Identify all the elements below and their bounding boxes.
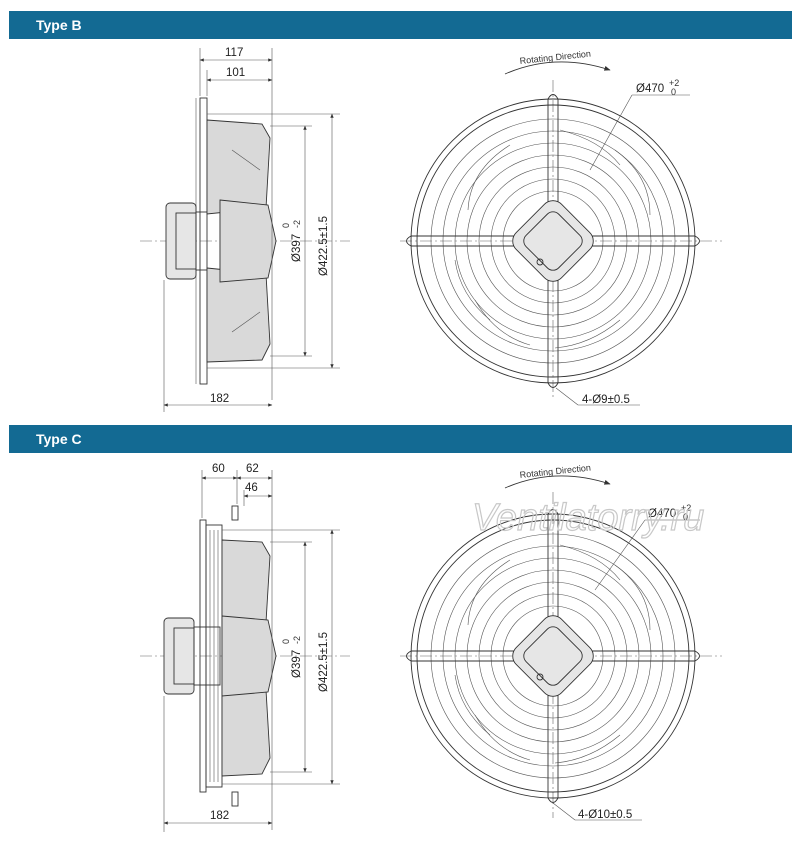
type-b-dim-holes: 4-Ø9±0.5 xyxy=(582,394,630,406)
dim-46: 46 xyxy=(245,482,258,494)
type-b-dim-d470-tol-lower: 0 xyxy=(671,87,676,97)
dim-d397: Ø397 xyxy=(291,234,303,262)
dim-d397-tol-upper: 0 xyxy=(281,223,291,228)
dim-182-c: 182 xyxy=(210,810,229,822)
dim-d397-c-tol-upper: 0 xyxy=(281,639,291,644)
type-b-dim-d470: Ø470 xyxy=(636,83,664,95)
type-c-dim-holes: 4-Ø10±0.5 xyxy=(578,809,632,821)
dim-d4225: Ø422.5±1.5 xyxy=(318,216,330,276)
type-c-dim-d470: Ø470 xyxy=(648,508,676,520)
dim-182: 182 xyxy=(210,393,229,405)
type-c-dim-d470-tol-upper: +2 xyxy=(681,503,691,513)
dim-d397-tol-lower: -2 xyxy=(292,220,302,228)
type-b-dim-d470-tol-upper: +2 xyxy=(669,78,679,88)
section-header-type-c: Type C xyxy=(9,425,792,453)
dim-62: 62 xyxy=(246,463,259,475)
dim-60: 60 xyxy=(212,463,225,475)
dim-d397-c-tol-lower: -2 xyxy=(292,636,302,644)
type-c-side-view: 60 62 46 182 Ø397 0 -2 Ø422.5±1.5 xyxy=(140,463,350,832)
type-c-dim-d470-tol-lower: 0 xyxy=(683,512,688,522)
type-b-front-view: Rotating Direction Ø470 +2 0 4-Ø9±0.5 xyxy=(400,49,722,406)
dim-d4225-c: Ø422.5±1.5 xyxy=(318,632,330,692)
dim-d397-c: Ø397 xyxy=(291,650,303,678)
type-b-side-view: 117 101 182 Ø397 0 -2 Ø422.5±1.5 xyxy=(140,47,350,412)
dim-117: 117 xyxy=(225,47,243,59)
type-c-front-view: Rotating Direction Ø470 +2 0 4-Ø10±0.5 xyxy=(400,463,722,821)
section-header-type-b: Type B xyxy=(9,11,792,39)
dim-101: 101 xyxy=(226,67,245,79)
watermark: Ventilatorry.ru xyxy=(472,497,704,539)
